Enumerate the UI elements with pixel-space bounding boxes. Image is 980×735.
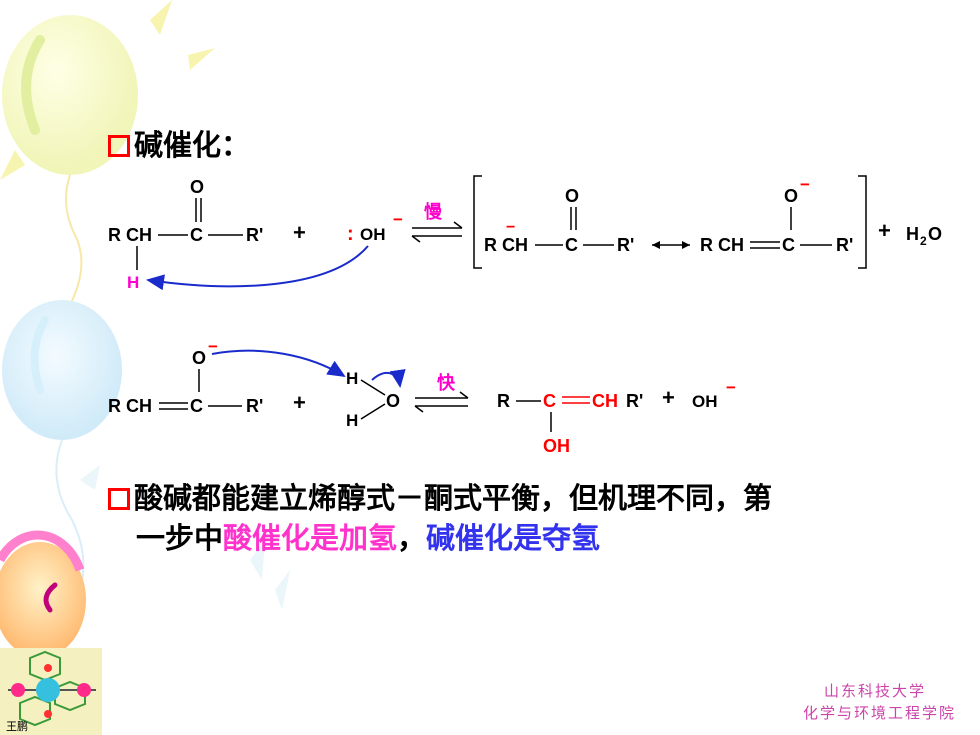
r1-reactant-CH: CH (126, 225, 152, 245)
r2-enolate-charge: − (208, 337, 218, 356)
r1-lone-pair: : (347, 223, 354, 245)
note-separator: ， (397, 521, 427, 555)
note-line-2: 一步中酸催化是加氢，碱催化是夺氢 (108, 518, 948, 558)
yellow-balloon (2, 15, 138, 306)
r1-reactant-C: C (190, 225, 203, 245)
note-line-1: 酸碱都能建立烯醇式－酮式平衡，但机理不同，第 (134, 481, 773, 515)
r2-water-O: O (386, 391, 400, 411)
r2-plus-2: + (662, 385, 675, 410)
mechanism-note: 酸碱都能建立烯醇式－酮式平衡，但机理不同，第 一步中酸催化是加氢，碱催化是夺氢 (108, 478, 948, 558)
r1-water-O: O (928, 224, 942, 244)
r1-carbanion-charge: − (506, 219, 515, 236)
r2-enolate-Rprime: R' (246, 396, 263, 416)
note-acid-catalysis: 酸催化是加氢 (223, 521, 398, 555)
pink-balloon (0, 530, 86, 658)
r1-enolate-charge: − (800, 175, 810, 194)
r1-hydroxide: OH (360, 225, 386, 244)
base-catalysis-heading: 碱催化： (108, 122, 250, 164)
r2-enolate-O: O (192, 348, 206, 368)
logo-text: 王鹏 (6, 720, 28, 733)
r2-plus-1: + (293, 390, 306, 415)
r1-water-H: H (906, 224, 919, 244)
r1-slow-label: 慢 (424, 201, 443, 222)
r1-alpha-H: H (127, 273, 139, 292)
r2-water-H1: H (346, 369, 358, 388)
blue-balloon (2, 300, 122, 601)
bullet-square-icon (108, 135, 130, 157)
r1-hydroxide-charge: − (393, 210, 403, 229)
reaction-2: O − R CH C R' + H H O 快 (108, 337, 736, 456)
r2-product-OH: OH (543, 436, 570, 456)
sun-rays (0, 0, 215, 180)
r1-enolate-CH: CH (718, 235, 744, 255)
r1-reactant-Rprime: R' (246, 225, 263, 245)
r1-carbanion-O: O (565, 186, 579, 206)
r2-enolate-R: R (108, 396, 121, 416)
r2-hydroxide: OH (692, 392, 718, 411)
note-prefix: 一步中 (136, 521, 224, 555)
r2-water-H2: H (346, 411, 358, 430)
r1-reactant-R: R (108, 225, 121, 245)
r2-curved-arrow-1 (211, 349, 346, 378)
footer-college: 化学与环境工程学院 (802, 704, 956, 722)
author-logo: 王鹏 (0, 648, 102, 735)
r1-carbanion-C: C (565, 235, 578, 255)
r1-plus-2: + (878, 218, 891, 243)
r2-enolate-CH: CH (126, 396, 152, 416)
footer-university: 山东科技大学 (823, 682, 926, 700)
r1-carbanion-CH: CH (502, 235, 528, 255)
note-base-catalysis: 碱催化是夺氢 (426, 521, 601, 555)
r2-product-Rprime: R' (626, 391, 643, 411)
faint-rays (80, 465, 290, 610)
r2-product-C: C (543, 391, 556, 411)
r1-plus-1: + (293, 220, 306, 245)
r2-fast-label: 快 (437, 372, 456, 393)
r1-carbanion-R: R (484, 235, 497, 255)
r1-water-sub: 2 (920, 234, 927, 248)
bullet-square-icon (108, 488, 130, 510)
r1-carbanion-Rprime: R' (617, 235, 634, 255)
r2-product-R: R (497, 391, 510, 411)
footer: 山东科技大学 化学与环境工程学院 (803, 680, 956, 724)
r2-hydroxide-charge: − (726, 378, 736, 397)
heading-text: 碱催化： (134, 128, 251, 162)
r1-enolate-O: O (784, 186, 798, 206)
r2-product-CH: CH (592, 391, 618, 411)
r1-curved-arrow (146, 245, 369, 291)
reaction-1: R CH C R' O H + : OH − 慢 (108, 175, 942, 292)
r1-enolate-C: C (782, 235, 795, 255)
r2-enolate-C: C (190, 396, 203, 416)
r1-enolate-R: R (700, 235, 713, 255)
r2-curved-arrow-2 (371, 369, 406, 388)
r1-enolate-Rprime: R' (836, 235, 853, 255)
r1-reactant-O: O (190, 177, 204, 197)
